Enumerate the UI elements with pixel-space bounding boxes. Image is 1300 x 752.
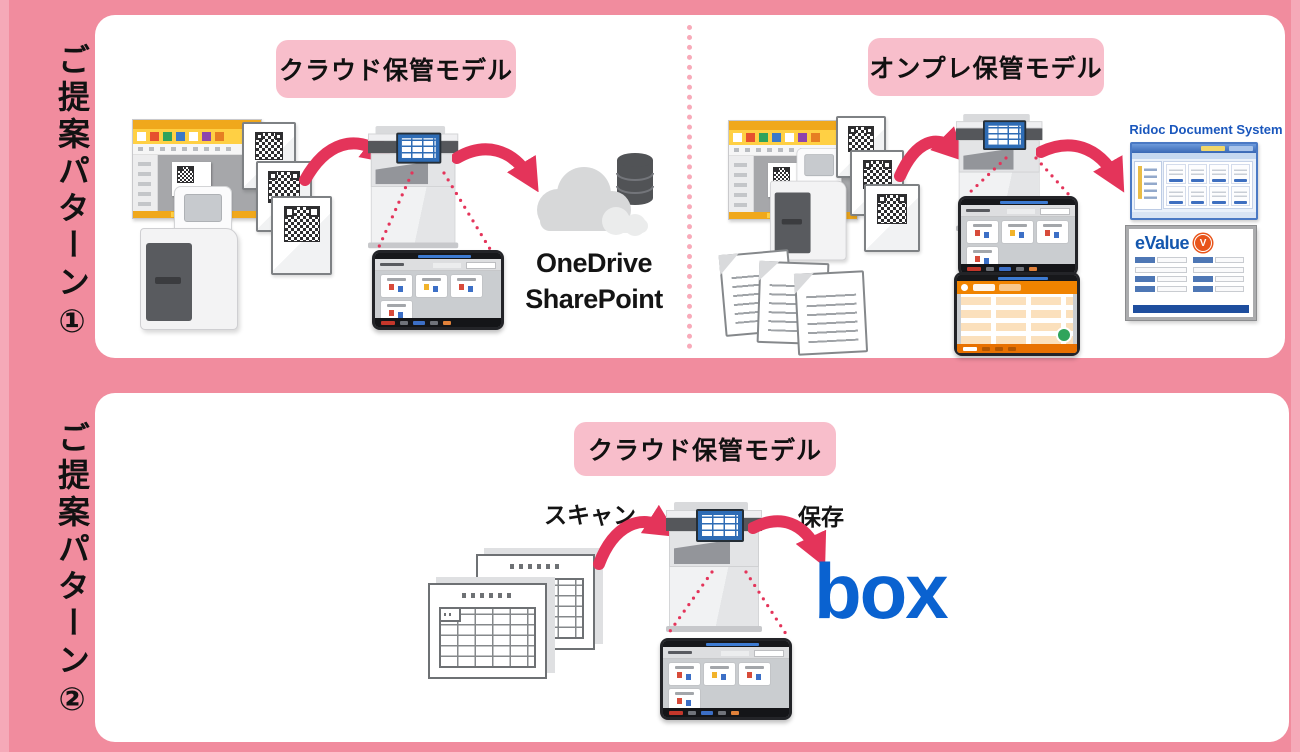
software-titlebar xyxy=(133,120,261,129)
scan-flow-arrow xyxy=(894,126,966,182)
app-card xyxy=(451,275,482,297)
cloud-storage-icon xyxy=(537,153,654,236)
app-card xyxy=(1037,221,1068,243)
onprem-model-badge: オンプレ保管モデル xyxy=(868,38,1104,96)
smart-panel-tablet xyxy=(372,250,504,330)
app-card xyxy=(669,689,700,711)
app-card xyxy=(967,247,998,269)
destination-line: SharePoint xyxy=(525,283,663,314)
dotted-separator xyxy=(687,25,692,349)
evalue-v-badge: V xyxy=(1194,234,1213,252)
label-printer xyxy=(140,186,238,330)
qr-code-icon xyxy=(283,206,320,242)
tablet-statusbar xyxy=(375,253,501,259)
projection-lines xyxy=(376,171,492,251)
app-card xyxy=(704,663,735,685)
qr-document xyxy=(864,184,920,252)
mfp-touchscreen xyxy=(696,509,744,542)
side-label-pattern1: ご提案パターン① xyxy=(54,43,90,345)
software-toolbar xyxy=(133,144,261,155)
evalue-brand-text: eValue xyxy=(1135,232,1190,253)
qr-code-icon xyxy=(177,165,195,183)
orange-app-header xyxy=(957,281,1077,294)
ridoc-window xyxy=(1130,142,1258,220)
evalue-form xyxy=(1135,257,1247,302)
smart-panel-tablet xyxy=(660,638,792,720)
projection-lines xyxy=(964,156,1072,198)
ridoc-document-grid xyxy=(1163,161,1253,209)
evalue-footer-bar xyxy=(1133,305,1249,313)
printer-body xyxy=(140,228,238,330)
qr-code-icon xyxy=(877,194,907,224)
left-edge-stripe xyxy=(0,0,9,752)
green-action-button xyxy=(1058,329,1070,341)
mfp-lid xyxy=(375,126,446,135)
software-ribbon xyxy=(133,129,261,144)
app-grid xyxy=(375,271,501,323)
save-flow-arrow xyxy=(452,143,539,192)
evalue-window: eValue V xyxy=(1126,226,1256,320)
ridoc-titlebar xyxy=(1132,144,1256,153)
scan-flow-arrow xyxy=(593,504,678,570)
table-document xyxy=(428,583,547,679)
qr-code-icon xyxy=(255,132,283,160)
box-logo: box xyxy=(814,547,949,635)
qr-document xyxy=(271,196,332,275)
tablet-header xyxy=(375,259,501,271)
app-card xyxy=(967,221,998,243)
mfp-cabinet xyxy=(370,187,456,244)
app-card xyxy=(669,663,700,685)
label-printer xyxy=(770,148,847,261)
save-flow-arrow xyxy=(1036,139,1125,193)
ridoc-folder-tree xyxy=(1134,161,1162,210)
qr-code-icon xyxy=(848,126,874,152)
mfp-printer xyxy=(666,502,762,632)
cloud-model-badge-2: クラウド保管モデル xyxy=(574,422,836,476)
mfp-printer xyxy=(368,126,459,249)
destination-line: OneDrive xyxy=(535,248,653,278)
side-label-pattern2: ご提案パターン② xyxy=(54,421,90,723)
projection-lines xyxy=(666,570,788,636)
document-thumbnail xyxy=(1166,164,1186,184)
orange-app-list xyxy=(961,294,1073,344)
onedrive-sharepoint-label: OneDrive SharePoint xyxy=(502,246,686,317)
app-card xyxy=(381,301,412,323)
evalue-logo: eValue V xyxy=(1135,232,1213,254)
cloud-model-badge: クラウド保管モデル xyxy=(276,40,516,98)
app-card xyxy=(381,275,412,297)
label-software-window xyxy=(132,119,262,219)
save-flow-arrow xyxy=(748,515,827,564)
mfp-touchscreen xyxy=(983,120,1027,150)
software-sidebar xyxy=(133,155,158,211)
mfp-touchscreen xyxy=(396,132,442,164)
orange-app-tablet xyxy=(954,272,1080,356)
lined-document xyxy=(793,270,869,356)
ridoc-title: Ridoc Document System xyxy=(1129,122,1283,137)
tablet-dock xyxy=(375,318,501,327)
app-card xyxy=(1002,221,1033,243)
right-edge-stripe xyxy=(1291,0,1300,752)
smart-panel-tablet xyxy=(958,196,1078,276)
printer-display xyxy=(174,186,232,236)
app-card xyxy=(739,663,770,685)
app-card xyxy=(416,275,447,297)
